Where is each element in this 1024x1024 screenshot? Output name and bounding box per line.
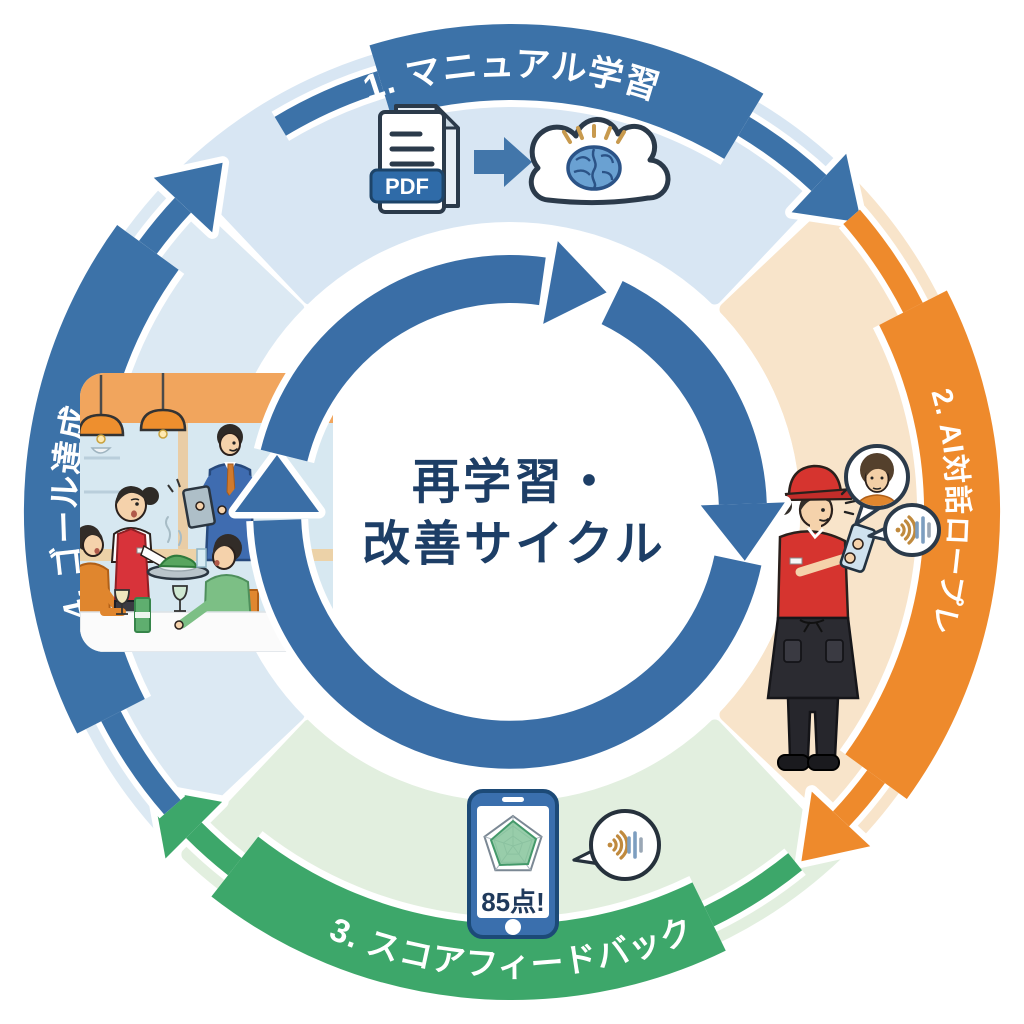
score-label: 85点!: [481, 887, 545, 917]
staff-apron: [766, 616, 860, 700]
apron-pocket: [825, 639, 844, 663]
arrowhead-step-4: [153, 162, 223, 233]
apron-tie-bow: [803, 621, 823, 633]
apron-pocket: [783, 639, 802, 663]
arrowhead-step-1: [791, 153, 862, 223]
staff-shoe: [807, 754, 840, 771]
inner-arrowhead-top: [543, 241, 607, 324]
ai-roleplay-illustration: [766, 444, 941, 771]
center-title: 再学習・ 改善サイクル: [362, 456, 666, 571]
wine-glass-icon: [114, 589, 130, 615]
pdf-document-icon: PDF: [369, 104, 460, 214]
wine-glass-icon: [172, 585, 188, 612]
steam-icon: [178, 530, 182, 546]
man-arm-on-table: [177, 597, 217, 629]
staff-polo: [776, 530, 850, 620]
pdf-badge-label: PDF: [385, 174, 429, 199]
inner-cycle-ring: [228, 234, 792, 776]
score-feedback-illustration: 85点!: [467, 789, 661, 939]
smartphone-icon: 85点!: [467, 789, 559, 939]
radar-chart-icon: [483, 814, 543, 872]
manual-learning-illustration: PDF: [369, 104, 671, 214]
staff-forearm: [795, 553, 850, 577]
pdf-badge: [369, 168, 445, 204]
steam-icon: [165, 516, 171, 543]
serving-tray-icon: [146, 516, 210, 581]
shelf-bowl: [90, 447, 112, 454]
inner-arrowhead-right: [700, 502, 785, 561]
center-title-line1: 再学習・: [412, 456, 616, 509]
step-arc-4-goal: [16, 156, 230, 819]
staff-with-smartphone: [766, 464, 877, 771]
center-title-line2: 改善サイクル: [362, 518, 666, 571]
step-arc-2-ai-roleplay: [794, 205, 1008, 868]
arrowhead-step-2: [801, 791, 871, 862]
sound-wave-bubble-icon: [572, 809, 661, 881]
name-tag: [789, 557, 803, 565]
customer-woman-icon: [80, 525, 124, 616]
phone-home-button: [505, 919, 521, 935]
staff-shoe: [777, 754, 810, 771]
idea-rays-icon: [562, 124, 626, 144]
arrow-right-icon: [474, 137, 532, 187]
cloud-brain-icon: [528, 116, 671, 206]
customer-avatar-bubble-icon: [844, 444, 910, 526]
step-arc-1-manual-learning: [271, 17, 868, 230]
sound-wave-bubble-icon: [867, 503, 941, 557]
inner-arrowhead-left: [235, 455, 319, 512]
green-cup-icon: [134, 597, 151, 633]
phone-speaker: [502, 797, 524, 802]
